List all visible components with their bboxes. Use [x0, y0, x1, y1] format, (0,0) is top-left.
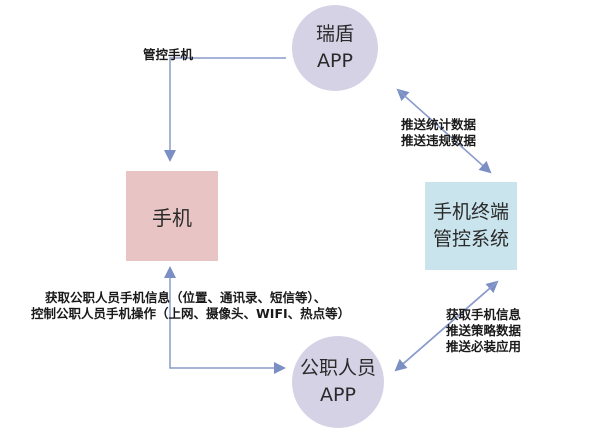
civil-servant-app-title: 公职人员 — [299, 357, 376, 379]
mdm-system-node: 手机终端 管控系统 — [425, 182, 517, 270]
edge-ruidun-to-phone — [164, 57, 286, 162]
edge-mdm-to-gzry — [394, 281, 498, 372]
edge-label-manage-phone: 管控手机 — [143, 47, 194, 62]
phone-label: 手机 — [152, 205, 192, 230]
edge-label-line: 获取手机信息 — [446, 307, 522, 322]
edge-label-line: 推送违规数据 — [401, 133, 477, 148]
edge-label-line: 推送策略数据 — [446, 323, 522, 338]
edge-label-collect-control: 获取公职人员手机信息（位置、通讯录、短信等）、 控制公职人员手机操作（上网、摄像… — [31, 290, 350, 322]
ruidun-app-subtitle: APP — [317, 50, 353, 72]
edge-label-line: 获取公职人员手机信息（位置、通讯录、短信等）、 — [45, 290, 327, 305]
civil-servant-app-subtitle: APP — [320, 384, 356, 406]
edge-phone-to-gzry — [169, 332, 286, 374]
civil-servant-app-node: 公职人员 APP — [292, 336, 384, 428]
edge-ruidun-to-mdm — [397, 89, 492, 174]
edge-label-mdm-actions: 获取手机信息 推送策略数据 推送必装应用 — [446, 307, 521, 355]
edge-label-push-stats: 推送统计数据 推送违规数据 — [401, 117, 476, 149]
phone-node: 手机 — [126, 171, 218, 261]
mdm-system-title-line1: 手机终端 — [432, 201, 509, 223]
edge-label-line: 控制公职人员手机操作（上网、摄像头、WIFI、热点等） — [31, 306, 351, 321]
ruidun-app-node: 瑞盾 APP — [292, 5, 378, 91]
mdm-system-title-line2: 管控系统 — [432, 228, 509, 250]
edge-label-line: 推送统计数据 — [401, 117, 477, 132]
edge-label-line: 推送必装应用 — [446, 339, 522, 354]
ruidun-app-title: 瑞盾 — [315, 23, 354, 45]
